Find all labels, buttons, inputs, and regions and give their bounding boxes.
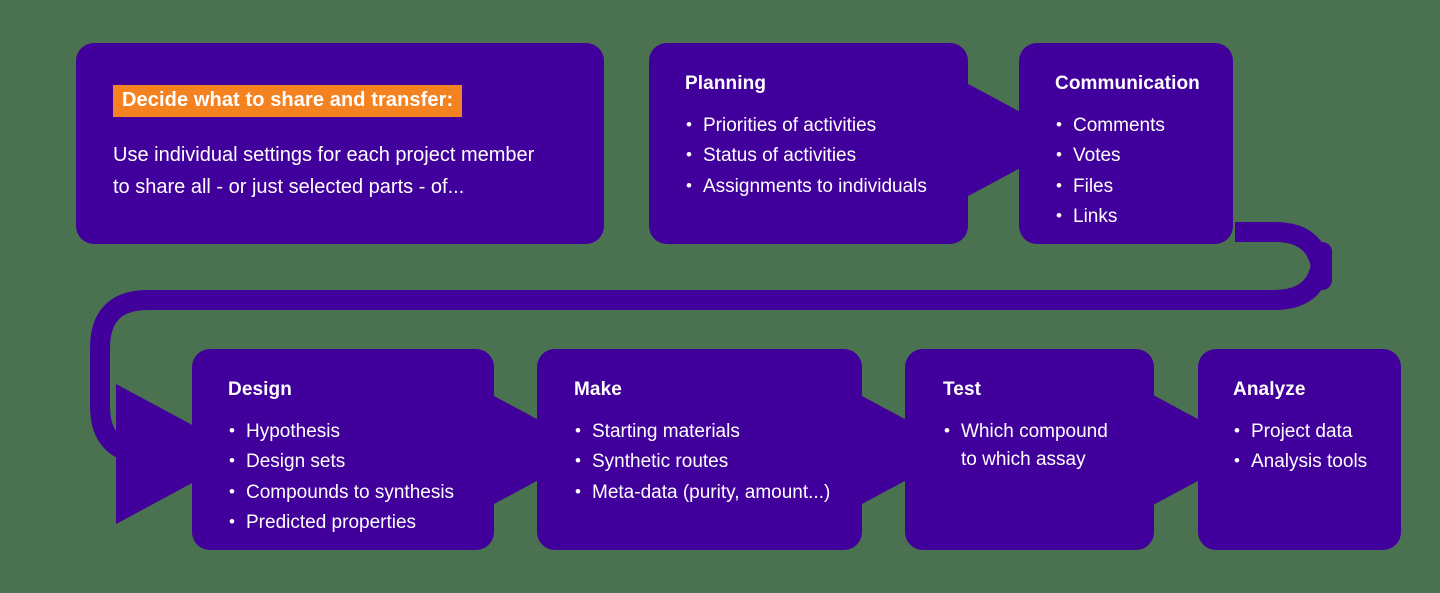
list-item: Links: [1055, 203, 1233, 232]
communication-title: Communication: [1055, 73, 1200, 94]
share-body-line-1: Use individual settings for each project…: [113, 144, 535, 166]
test-bullet-list: Which compound to which assay: [943, 418, 1154, 475]
design-title: Design: [228, 379, 292, 400]
list-item: Comments: [1055, 112, 1233, 141]
design-bullet-list: Hypothesis Design sets Compounds to synt…: [228, 418, 494, 538]
list-item: Compounds to synthesis: [228, 479, 494, 508]
list-item: Project data: [1233, 418, 1401, 447]
list-item: Votes: [1055, 142, 1233, 171]
test-title: Test: [943, 379, 982, 400]
share-body-line-2: to share all - or just selected parts - …: [113, 176, 465, 198]
card-communication: Communication Comments Votes Files Links: [1019, 43, 1233, 244]
list-item: Analysis tools: [1233, 448, 1401, 477]
list-item: Assignments to individuals: [685, 173, 968, 202]
list-item: Files: [1055, 173, 1233, 202]
list-item: Priorities of activities: [685, 112, 968, 141]
make-bullet-list: Starting materials Synthetic routes Meta…: [574, 418, 862, 508]
list-item: Synthetic routes: [574, 448, 862, 477]
card-design: Design Hypothesis Design sets Compounds …: [192, 349, 494, 550]
analyze-title: Analyze: [1233, 379, 1306, 400]
list-item: Which compound to which assay: [943, 418, 1154, 475]
list-item: Design sets: [228, 448, 494, 477]
card-analyze: Analyze Project data Analysis tools: [1198, 349, 1401, 550]
list-item: Status of activities: [685, 142, 968, 171]
card-test: Test Which compound to which assay: [905, 349, 1154, 550]
list-item: Predicted properties: [228, 509, 494, 538]
share-highlight-title: Decide what to share and transfer:: [113, 85, 463, 117]
card-decide-what-to-share: Decide what to share and transfer: Use i…: [76, 43, 604, 244]
list-item: Meta-data (purity, amount...): [574, 479, 862, 508]
list-item: Hypothesis: [228, 418, 494, 447]
list-item-line-2: to which assay: [961, 449, 1086, 471]
list-item-line-1: Which compound: [961, 420, 1108, 442]
planning-title: Planning: [685, 73, 767, 94]
planning-bullet-list: Priorities of activities Status of activ…: [685, 112, 968, 202]
card-make: Make Starting materials Synthetic routes…: [537, 349, 862, 550]
share-body-text: Use individual settings for each project…: [113, 139, 583, 203]
card-planning: Planning Priorities of activities Status…: [649, 43, 968, 244]
make-title: Make: [574, 379, 622, 400]
communication-bullet-list: Comments Votes Files Links: [1055, 112, 1233, 232]
analyze-bullet-list: Project data Analysis tools: [1233, 418, 1401, 477]
list-item: Starting materials: [574, 418, 862, 447]
